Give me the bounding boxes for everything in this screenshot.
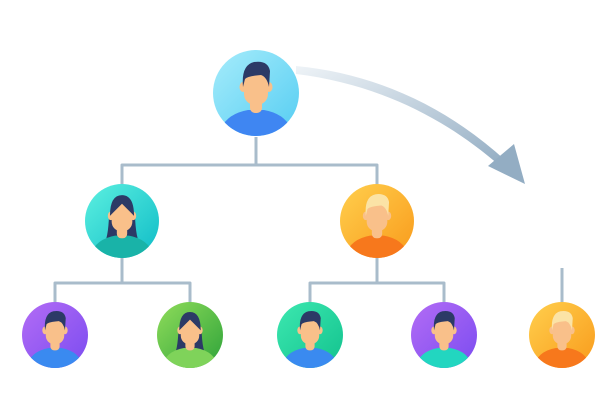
face	[180, 318, 200, 345]
transfer-arrow-head	[488, 144, 525, 184]
transfer-arrow	[296, 66, 525, 184]
face	[244, 71, 268, 105]
hair	[551, 310, 573, 331]
transfer-arrow-shaft	[296, 66, 505, 166]
hair	[242, 61, 270, 87]
hair	[433, 310, 455, 331]
face	[111, 202, 133, 232]
connector-right-manager-to-staff	[308, 257, 446, 303]
avatar-manager-right	[340, 184, 414, 258]
avatar-manager-left	[85, 184, 159, 258]
avatar-staff-1	[22, 302, 88, 368]
hair	[365, 194, 390, 216]
avatar-transferred	[529, 302, 595, 368]
avatar-staff-2	[157, 302, 223, 368]
connector-left-manager-to-staff	[53, 257, 192, 303]
avatar-staff-3	[277, 302, 343, 368]
avatar-root	[213, 50, 299, 136]
face	[300, 318, 320, 345]
hair	[179, 311, 201, 331]
avatar-staff-4	[411, 302, 477, 368]
hair	[299, 310, 321, 331]
connector-lines	[53, 137, 564, 303]
face	[552, 318, 572, 345]
face	[434, 318, 454, 345]
hair	[109, 195, 135, 216]
face	[366, 202, 388, 232]
connector-root-to-managers	[120, 137, 379, 185]
hair	[44, 310, 66, 331]
face	[45, 318, 65, 345]
